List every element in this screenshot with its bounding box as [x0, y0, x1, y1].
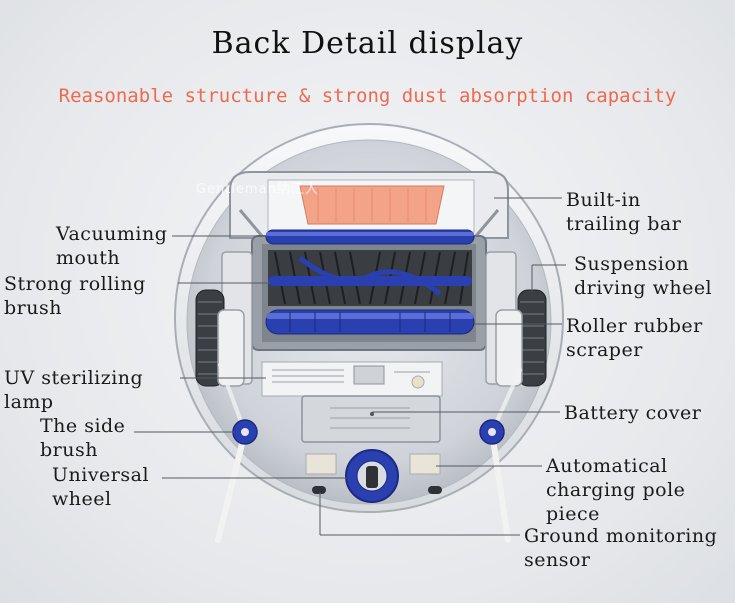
trailing-bar	[229, 171, 509, 239]
watermark: Gentleman纳江人	[196, 182, 319, 197]
charging-pole-piece	[305, 453, 441, 475]
label-trailing-bar: Built-in trailing bar	[566, 189, 682, 235]
label-side-brush: The side brush	[40, 415, 126, 461]
vacuuming-mouth	[265, 229, 475, 245]
driving-wheel-right	[495, 289, 547, 387]
battery-cover	[301, 395, 441, 443]
label-charging-pole-piece: Automatical charging pole piece	[546, 455, 686, 525]
label-vacuuming-mouth: Vacuuming mouth	[56, 223, 168, 269]
label-strong-rolling-brush: Strong rolling brush	[4, 273, 146, 319]
label-battery-cover: Battery cover	[564, 402, 702, 424]
ground-monitoring-sensor	[312, 486, 442, 494]
universal-wheel	[345, 449, 399, 503]
side-brush-right	[479, 368, 522, 543]
callout-lines	[134, 197, 566, 536]
label-universal-wheel: Universal wheel	[52, 464, 150, 510]
driving-wheel-left	[195, 289, 245, 387]
label-uv-sterilizing-lamp: UV sterilizing lamp	[4, 367, 144, 413]
strong-rolling-brush	[268, 250, 472, 306]
page-title: Back Detail display	[211, 26, 524, 61]
uv-sterilizing-lamp	[261, 361, 443, 397]
label-driving-wheel: Suspension driving wheel	[574, 253, 713, 299]
side-brush-left	[215, 363, 258, 543]
label-ground-monitoring-sensor: Ground monitoring sensor	[524, 525, 718, 571]
page-subtitle: Reasonable structure & strong dust absor…	[58, 85, 677, 107]
label-roller-rubber-scraper: Roller rubber scraper	[566, 315, 703, 361]
roller-rubber-scraper	[265, 309, 475, 335]
